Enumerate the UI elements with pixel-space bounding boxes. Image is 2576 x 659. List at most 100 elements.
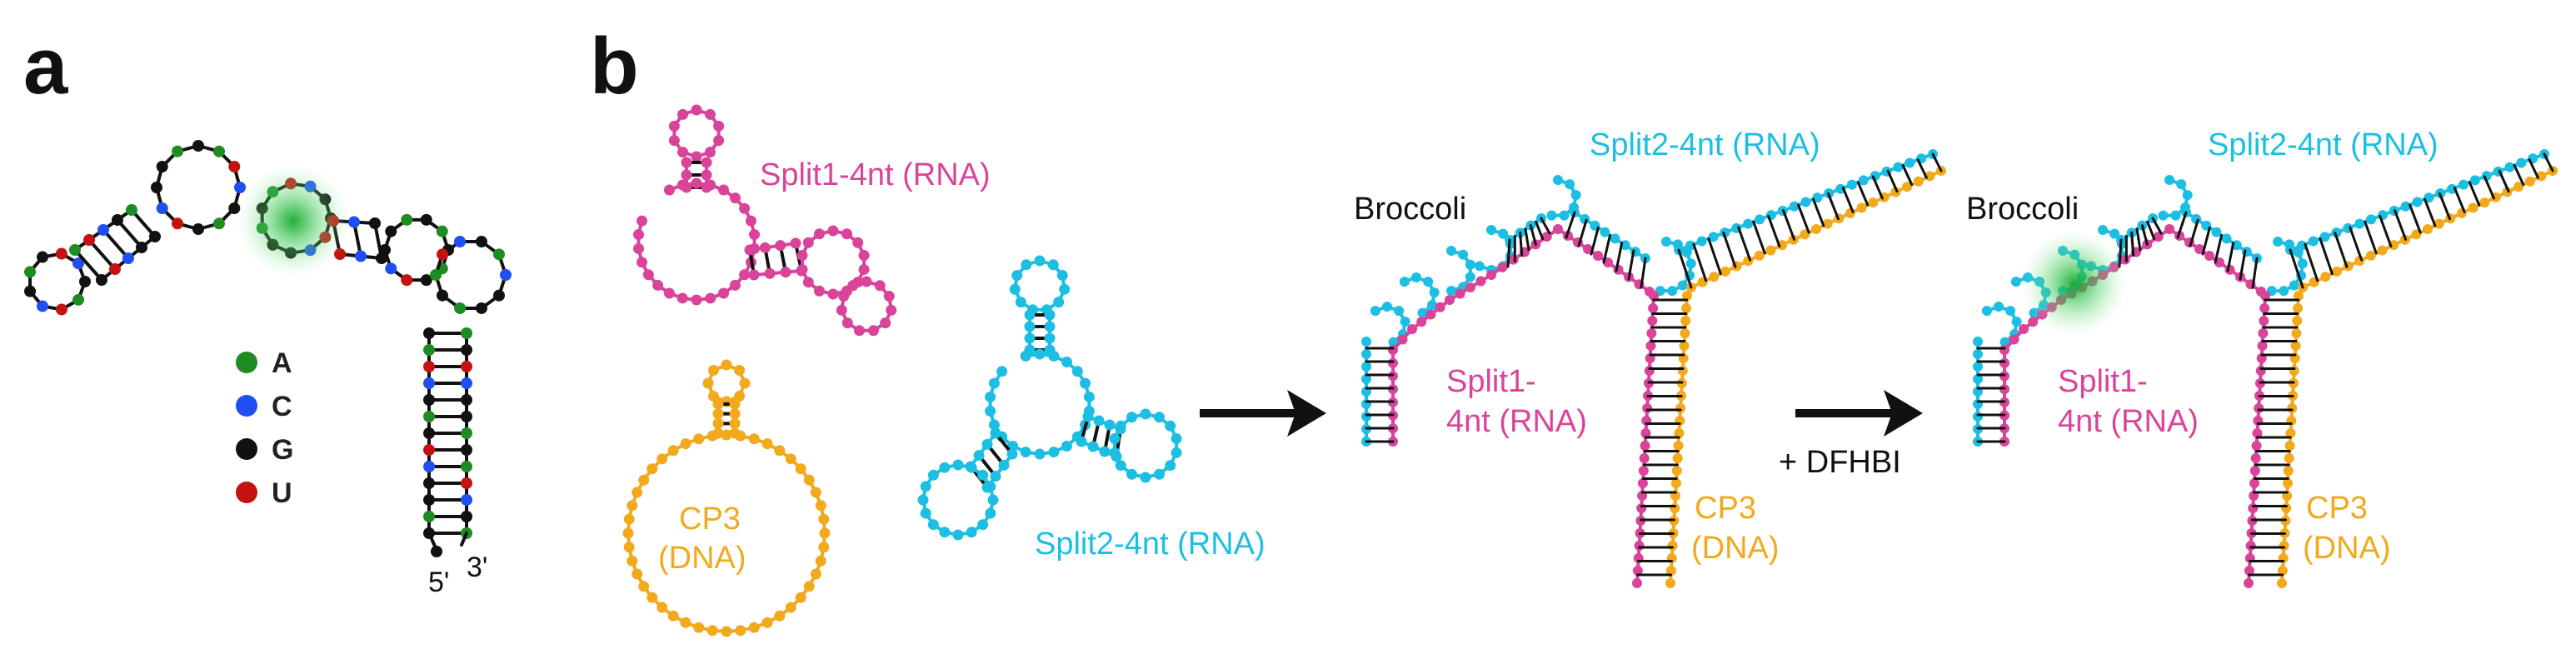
nucleotide [461, 494, 472, 506]
nucleotide [122, 252, 134, 264]
nucleotide [2290, 341, 2301, 351]
nucleotide [1610, 233, 1620, 244]
nucleotide [2244, 578, 2254, 588]
nucleotide [1856, 202, 1867, 213]
base-pair [2364, 220, 2378, 255]
nucleotide [2284, 453, 2294, 463]
nucleotide [981, 438, 993, 450]
base-pair [2214, 234, 2223, 264]
split2-label: Split2-4nt (RNA) [1035, 527, 1266, 562]
backbone [752, 269, 803, 277]
nucleotide [55, 247, 67, 260]
nucleotide [1999, 345, 2009, 355]
base-pair [1871, 175, 1884, 200]
base-pair [1767, 214, 1781, 248]
nucleotide [2468, 202, 2479, 213]
nucleotide [1361, 349, 1371, 359]
nucleotide [423, 361, 435, 372]
nucleotide [701, 157, 712, 168]
base-pair [1856, 181, 1870, 207]
nucleotide [430, 269, 442, 281]
backbone [748, 242, 797, 252]
nucleotide [2211, 227, 2222, 237]
base-pair [2226, 242, 2235, 272]
complex2-split1-label-line1: Split1- [2058, 364, 2148, 399]
nucleotide [1044, 309, 1056, 321]
backbone [1402, 276, 1418, 284]
base-pair [2483, 175, 2495, 200]
complex2-cp3-label-line1: CP3 [2306, 491, 2368, 526]
nucleotide [1600, 227, 1610, 237]
nucleotide [1474, 261, 1485, 272]
base-pair [2140, 224, 2149, 246]
nucleotide [2258, 328, 2269, 338]
base-pair [2135, 227, 2142, 252]
backbone [1130, 412, 1147, 419]
base-pair [1506, 238, 1511, 268]
base-pair [2239, 249, 2247, 281]
base-pair [1692, 242, 1708, 282]
base-pair [1841, 187, 1855, 213]
base-pair [1524, 227, 1530, 252]
complex2-split2-label: Split2-4nt (RNA) [2208, 127, 2439, 162]
nucleotide [2377, 245, 2388, 256]
nucleotide [1397, 334, 1408, 345]
nucleotide [1006, 448, 1018, 460]
backbone [1984, 305, 2000, 313]
base-pair [1677, 248, 1693, 289]
nucleotide [2194, 244, 2204, 254]
nucleotide [1639, 453, 1650, 463]
nucleotide [1671, 466, 1682, 476]
base-pair [1722, 232, 1737, 268]
base-pair [1916, 158, 1928, 179]
complex1-cp3-label-line1: CP3 [1695, 491, 1756, 526]
base-pair [1886, 169, 1899, 193]
nucleotide [172, 217, 183, 230]
nucleotide [2245, 541, 2256, 551]
base-pair [2189, 218, 2199, 247]
base-pair [2151, 217, 2163, 235]
nucleotide [454, 236, 467, 248]
nucleotide [1640, 441, 1650, 451]
base-pair [2409, 203, 2422, 234]
legend-swatch-u [236, 482, 257, 503]
nucleotide [1486, 270, 1496, 280]
nucleotide [151, 182, 162, 193]
nucleotide [1708, 232, 1719, 242]
base-pair [1826, 192, 1840, 221]
nucleotide [973, 450, 985, 462]
nucleotide [1858, 175, 1869, 186]
nucleotide [2249, 466, 2260, 476]
nucleotide [2248, 503, 2259, 513]
nucleotide [500, 269, 512, 281]
nucleotide [37, 300, 48, 312]
nucleotide [2009, 334, 2019, 345]
nucleotide [2019, 324, 2029, 334]
nucleotide [1455, 288, 1465, 299]
base-pair [2438, 192, 2451, 221]
nucleotide [379, 244, 391, 256]
nucleotide [2252, 428, 2263, 438]
nucleotide [348, 216, 360, 228]
nucleotide [97, 224, 109, 236]
complex1-split1-label-line2: 4nt (RNA) [1446, 404, 1587, 439]
base-pair [130, 208, 157, 238]
base-pair [1529, 224, 1537, 246]
nucleotide [461, 427, 472, 439]
nucleotide [1902, 182, 1913, 192]
nucleotide [69, 244, 81, 256]
legend-swatch-a [236, 352, 257, 373]
nucleotide [1670, 478, 1681, 488]
nucleotide [1087, 441, 1099, 452]
base-pair [1811, 197, 1825, 227]
nucleotide [2244, 566, 2254, 576]
backbone [1086, 415, 1122, 431]
nucleotide [701, 169, 712, 181]
nucleotide [1638, 466, 1649, 476]
panel-b: b Split1-4nt (RNA) Split2-4nt (RNA) CP3 … [590, 22, 2558, 637]
complex1-split1-label-line1: Split1- [1446, 364, 1536, 399]
nucleotide [461, 461, 472, 472]
nucleotide [2296, 240, 2307, 251]
nucleotide [1024, 321, 1036, 332]
nucleotide [2291, 328, 2302, 338]
